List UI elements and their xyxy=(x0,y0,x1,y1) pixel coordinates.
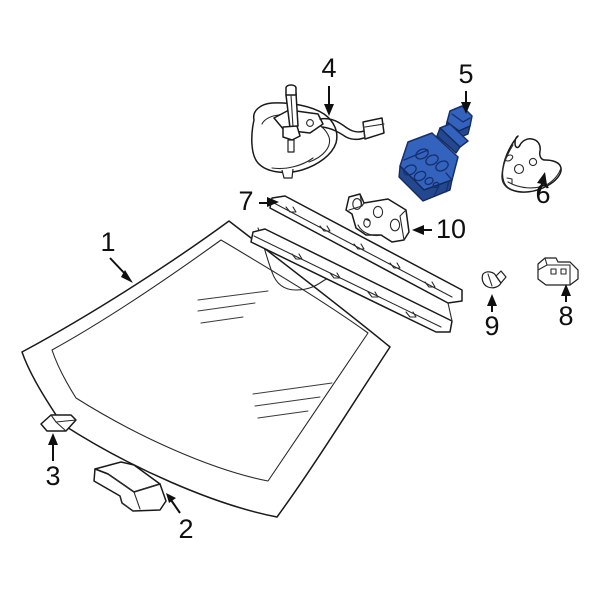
part-rain-sensor-module[interactable] xyxy=(398,105,473,202)
retainer-bracket-body xyxy=(537,257,579,286)
callout-9-arrowhead xyxy=(487,294,497,306)
callout-6[interactable]: 6 xyxy=(535,172,551,209)
sensor-lens-rings-upper xyxy=(415,148,449,172)
mirror-harness-connector xyxy=(362,117,385,140)
mirror-wire-harness-lower xyxy=(321,126,365,141)
sensor-cover-hole-b xyxy=(528,157,538,167)
molding-clip-tabs-lower xyxy=(291,253,417,318)
mount-bracket-hole-3 xyxy=(389,218,401,232)
callout-10-label: 10 xyxy=(436,214,466,244)
molding-block-edge-detail xyxy=(133,491,141,510)
part-inside-rearview-mirror[interactable] xyxy=(251,84,385,179)
molding-pin-head xyxy=(481,271,502,289)
mirror-stalk-cap xyxy=(285,84,297,96)
callout-8-arrowhead xyxy=(561,284,571,296)
callout-1-arrowhead xyxy=(121,270,133,283)
callout-8-label: 8 xyxy=(558,301,573,331)
sensor-body-ridge-b xyxy=(445,172,453,181)
windshield-reflection-lines-upper xyxy=(197,290,269,324)
callout-2-label: 2 xyxy=(178,514,193,544)
connector-top-edge xyxy=(364,123,385,128)
molding-block-groove xyxy=(119,495,134,512)
callout-10[interactable]: 10 xyxy=(412,214,466,244)
part-mirror-mount-bracket[interactable] xyxy=(345,193,410,243)
part-molding-pin-stud[interactable] xyxy=(481,270,507,289)
retainer-bracket-hole-b xyxy=(560,268,567,275)
callout-4-label: 4 xyxy=(321,53,336,83)
callout-7-label: 7 xyxy=(238,186,253,216)
mount-bracket-hole-2 xyxy=(372,205,384,219)
callout-9[interactable]: 9 xyxy=(484,294,500,341)
callout-1-label: 1 xyxy=(100,227,115,257)
callout-3-label: 3 xyxy=(45,461,60,491)
sensor-cover-inner-rim xyxy=(501,144,514,191)
mount-bracket-tab xyxy=(357,224,383,237)
callout-5-arrowhead xyxy=(461,102,471,114)
callout-5-label: 5 xyxy=(458,59,473,89)
molding-pin-crease xyxy=(487,273,493,287)
molding-strip-upper-face xyxy=(269,195,463,304)
part-upper-windshield-reveal-molding[interactable] xyxy=(250,195,463,333)
mount-bracket-fold-body xyxy=(361,202,365,207)
sensor-body-ridge-d xyxy=(445,180,450,193)
part-sensor-cover-shroud[interactable] xyxy=(501,135,562,193)
callout-2[interactable]: 2 xyxy=(166,493,194,544)
callout-10-arrowhead xyxy=(412,225,424,235)
sensor-cover-bottom-lip xyxy=(507,167,562,189)
callout-3-arrowhead xyxy=(48,433,58,445)
mount-bracket-fold-right xyxy=(399,209,407,241)
mirror-mount-hole-b xyxy=(306,119,314,127)
sensor-body-ridge-a xyxy=(403,149,429,161)
sensor-body-ridge-c xyxy=(433,185,440,197)
sensor-cover-slot xyxy=(504,154,514,162)
mirror-stalk-highlight xyxy=(290,94,294,128)
callout-5[interactable]: 5 xyxy=(458,59,474,114)
windshield-inner-edge xyxy=(51,239,369,482)
callout-4-arrowhead xyxy=(324,104,334,116)
part-windshield-glass[interactable] xyxy=(21,220,391,518)
retainer-bracket-lip xyxy=(569,261,579,271)
callout-9-label: 9 xyxy=(484,311,499,341)
molding-pin-shank xyxy=(495,270,507,284)
connector-edge xyxy=(362,121,366,140)
sensor-cover-hole-a xyxy=(513,163,525,175)
callout-7-arrowhead xyxy=(267,197,279,207)
molding-clip-tabs-upper xyxy=(285,206,436,288)
molding-right-end xyxy=(447,302,453,322)
callout-2-arrowhead xyxy=(166,493,176,503)
retainer-bracket-hole-a xyxy=(550,268,557,275)
mount-bracket-tab-edge xyxy=(364,218,371,222)
sensor-upper-bracket-crease xyxy=(451,113,471,123)
windshield-reflection-lines-lower xyxy=(252,382,333,419)
callout-2-leader xyxy=(170,499,181,514)
mirror-foot-arm xyxy=(282,125,301,141)
windshield-outer-edge xyxy=(21,220,391,518)
sensor-arm-shadow xyxy=(436,127,461,154)
part-windshield-side-clip[interactable] xyxy=(40,414,77,432)
mirror-bottom-nub xyxy=(281,168,294,179)
callout-7[interactable]: 7 xyxy=(238,186,279,216)
callout-6-label: 6 xyxy=(535,179,550,209)
callout-3[interactable]: 3 xyxy=(45,433,61,491)
part-molding-retainer-bracket[interactable] xyxy=(537,257,579,286)
mount-bracket-hole-1 xyxy=(352,198,362,210)
sensor-lens-rings-lower xyxy=(403,164,440,189)
retainer-bracket-crease-b xyxy=(546,264,571,286)
mount-bracket-hole-4 xyxy=(363,218,371,228)
part-lower-windshield-molding-block[interactable] xyxy=(93,461,167,512)
callout-1[interactable]: 1 xyxy=(100,227,133,283)
callout-6-arrowhead xyxy=(537,172,547,185)
sensor-cover-outer xyxy=(501,135,562,193)
sensor-body-side xyxy=(398,165,453,202)
mirror-foot-pin xyxy=(287,139,295,153)
mirror-wire-harness xyxy=(319,117,365,133)
side-clip-edge xyxy=(55,419,77,423)
callout-4[interactable]: 4 xyxy=(321,53,337,116)
sensor-cover-tab xyxy=(506,177,513,185)
mirror-lower-lip xyxy=(271,157,314,170)
molding-strip-crease-lower xyxy=(253,235,442,328)
callout-8[interactable]: 8 xyxy=(558,284,574,331)
molding-strip-lower-face xyxy=(250,228,453,333)
